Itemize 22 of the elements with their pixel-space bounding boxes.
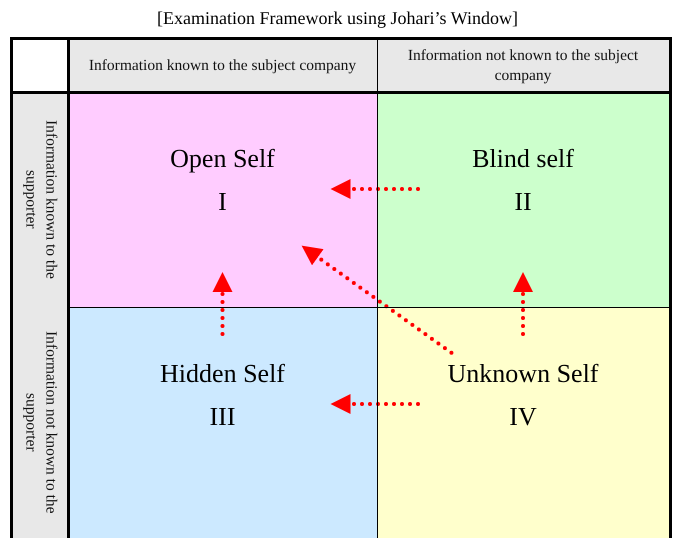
arrow <box>330 394 420 414</box>
quadrant-numeral: II <box>514 188 532 216</box>
arrow <box>212 272 232 336</box>
quadrant-cell <box>68 307 377 538</box>
arrow <box>301 244 454 355</box>
quadrant-numeral: IV <box>509 402 537 432</box>
column-header: Information known to the subject company <box>68 40 377 92</box>
diagram-title: [Examination Framework using Johari’s Window] <box>156 8 519 29</box>
quadrant-title: Hidden Self <box>160 360 285 389</box>
row-header: Information not known to the supporter <box>13 307 68 538</box>
quadrant-numeral: III <box>210 402 236 432</box>
quadrant-cell <box>377 92 669 307</box>
arrow <box>513 272 533 336</box>
quadrant-numeral: I <box>218 188 227 216</box>
column-header: Information not known to the subject company <box>377 40 669 92</box>
quadrant-title: Unknown Self <box>448 360 598 389</box>
arrow <box>330 179 420 199</box>
quadrant-title: Blind self <box>472 145 574 174</box>
quadrant-cell <box>377 307 669 538</box>
row-header: Information known to the supporter <box>13 92 68 307</box>
quadrant-cell <box>68 92 377 307</box>
quadrant-title: Open Self <box>170 145 275 174</box>
